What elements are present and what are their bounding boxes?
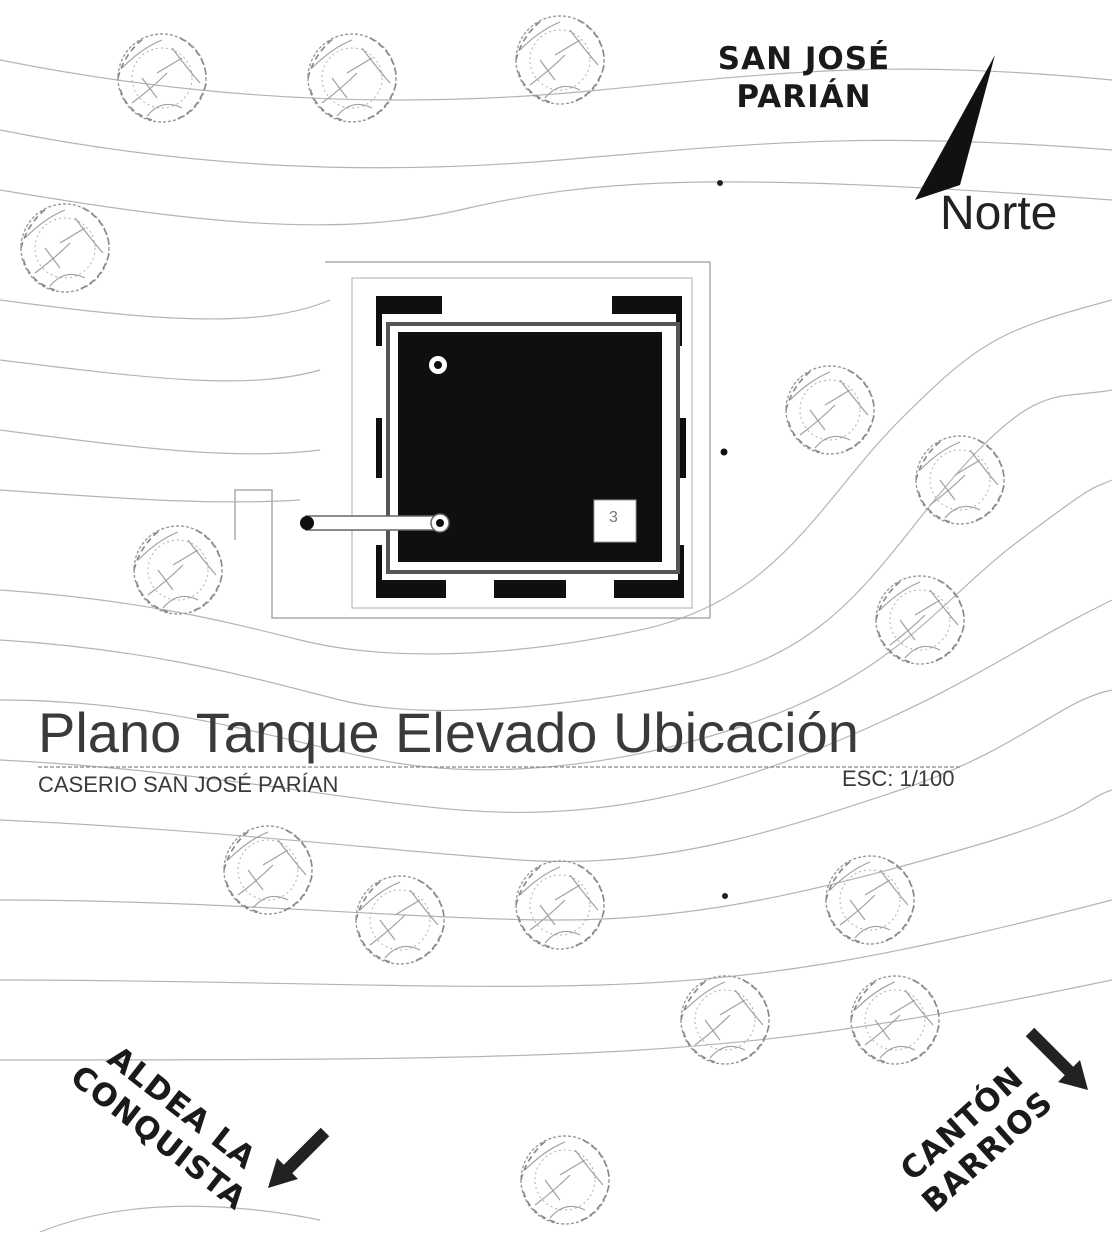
tree-icon [850,975,940,1065]
tree-icon [520,1135,610,1225]
trees [20,15,1005,1225]
site-platform [351,277,693,609]
tree-icon [785,365,875,455]
destination-line: PARIÁN [736,79,872,115]
tree-icon [20,203,110,293]
direction-arrow-icon [1025,1027,1088,1090]
destination-label-san-jose-parian: SAN JOSÉ PARIÁN [712,40,896,116]
elevated-tank [300,296,728,598]
direction-arrow-icon [268,1127,330,1188]
tank-marker: 3 [609,509,618,526]
north-label: Norte [940,187,1058,240]
site-platform-outline [234,261,711,619]
tree-icon [117,33,207,123]
tree-icon [355,875,445,965]
north-arrow-icon [915,55,995,200]
tree-icon [307,33,397,123]
destination-line: SAN JOSÉ [717,41,891,77]
plan-title: Plano Tanque Elevado Ubicación [38,701,859,764]
plan-scale: ESC: 1/100 [842,766,955,791]
plan-subtitle: CASERIO SAN JOSÉ PARÍAN [38,772,339,797]
tree-icon [515,860,605,950]
tree-icon [133,525,223,615]
tree-icon [680,975,770,1065]
tree-icon [825,855,915,945]
survey-points [717,180,728,899]
tree-icon [223,825,313,915]
contour-lines [0,59,1112,1232]
tree-icon [875,575,965,665]
tree-icon [915,435,1005,525]
